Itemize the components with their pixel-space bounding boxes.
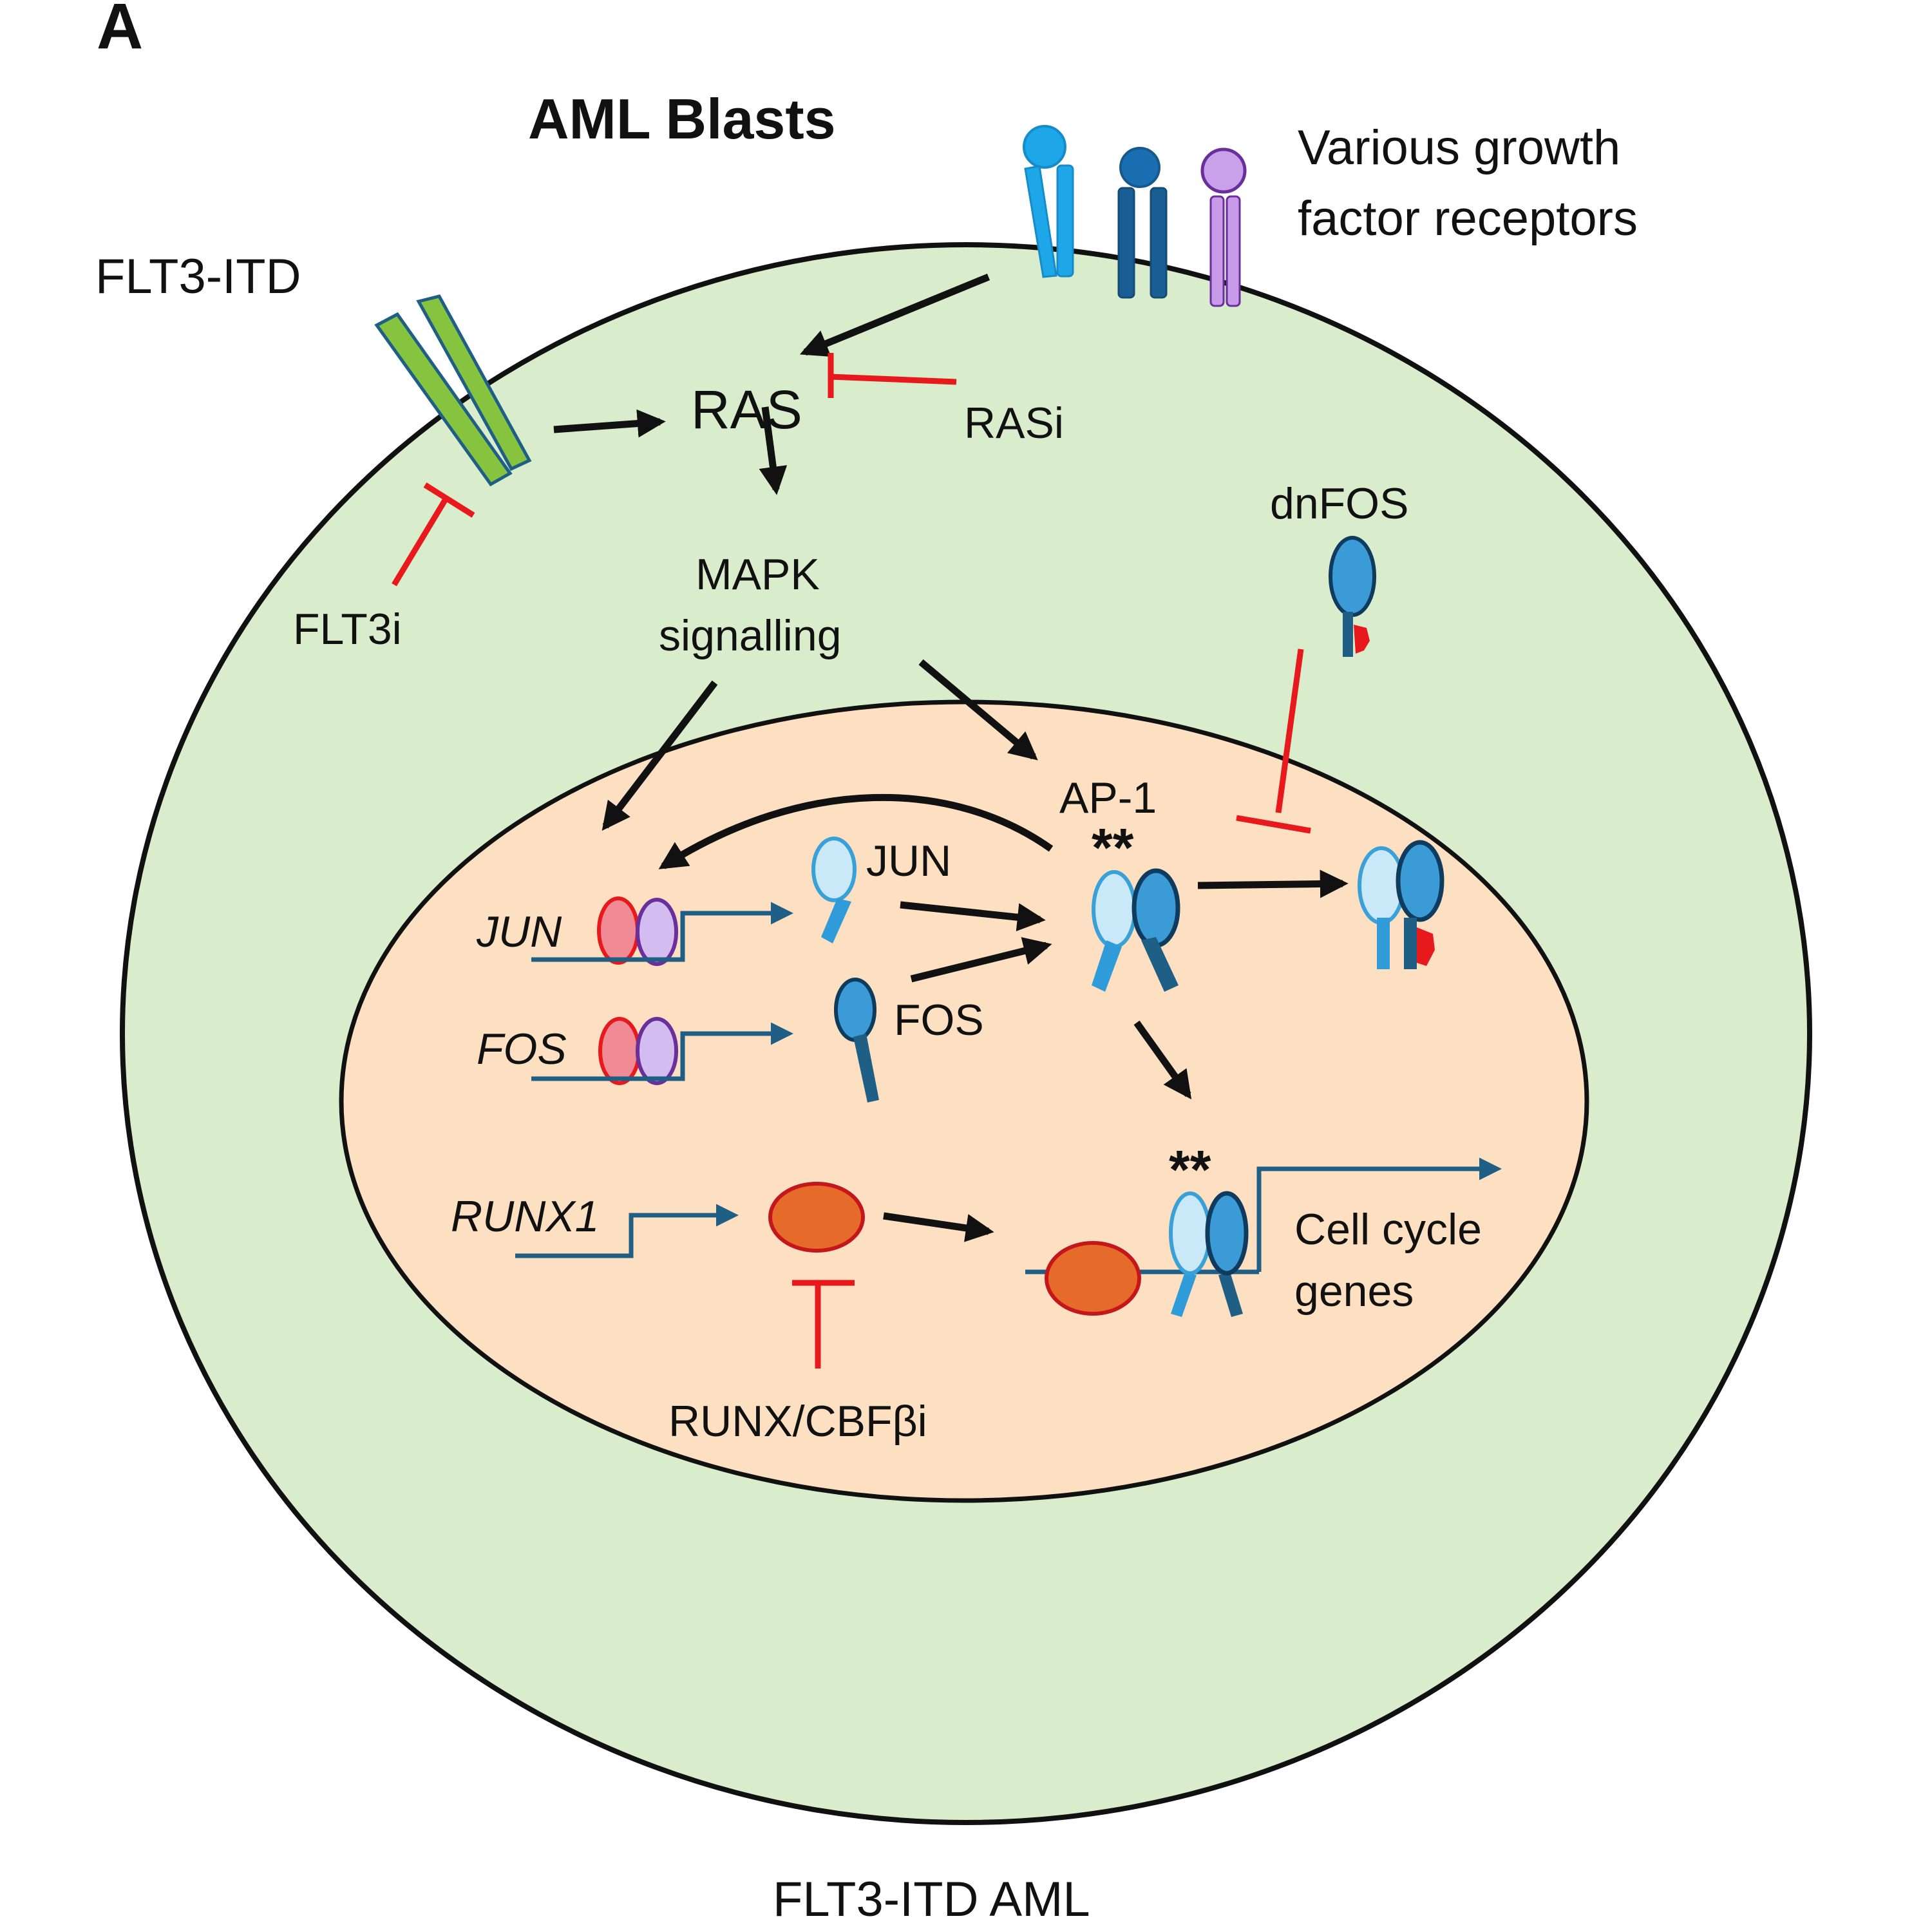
inhibitor-rasi-ras [828,353,957,398]
arrow-receptors-to-ras [799,273,990,357]
arrow-ap1-to-dnfos-complex [1197,869,1349,898]
cell-cycle-label-line1: Cell cycle [1294,1205,1482,1254]
growth-factor-receptor-icon-1 [1023,125,1074,278]
diagram-title: AML Blasts [528,87,836,151]
cell-cycle-label-line2: genes [1294,1267,1414,1316]
flt3-itd-receptor-icon [374,294,532,487]
mapk-label-line1: MAPK [696,550,820,599]
jun-transcription-arrow [531,902,793,962]
jun-gene-label: JUN [476,907,562,956]
fos-promoter-complex-icon [598,1017,678,1085]
arrow-mapk-to-genes [601,680,718,831]
runx1-protein-icon [768,1182,865,1253]
jun-promoter-complex-icon [597,896,678,966]
panel-label: A [97,0,143,62]
ap1-bound-target-icon [1169,1191,1249,1317]
arrow-mapk-to-ap1 [918,659,1038,761]
arrow-ap1-to-targets [1133,1020,1192,1100]
runx1-transcription-arrow [515,1204,739,1258]
arrow-fos-to-ap1 [910,937,1052,983]
growth-factor-receptor-icon-2 [1117,147,1168,299]
fos-protein-icon [834,978,879,1103]
jun-protein-label: JUN [866,837,951,886]
ap1-activity-marks: ** [1092,817,1134,878]
runx1-bound-icon [1045,1241,1141,1316]
mapk-label-line2: signalling [659,611,842,660]
cell-cycle-transcription-arrow [1256,1157,1502,1272]
inhibitor-dnfos-ap1 [1236,649,1311,834]
dnfos-protein-icon [1329,536,1376,657]
fos-protein-label: FOS [894,996,984,1045]
flt3i-label: FLT3i [293,605,402,654]
arrow-jun-to-ap1 [900,901,1046,932]
inhibitor-runx-cbfb [792,1280,855,1368]
inhibitor-flt3i-flt3 [392,482,475,587]
ras-label: RAS [691,379,802,440]
growth-factor-receptor-icon-3 [1200,147,1247,307]
rasi-label: RASi [964,399,1064,448]
receptors-label-line2: factor receptors [1298,191,1638,246]
fos-transcription-arrow [531,1022,793,1081]
arrow-ras-to-mapk [759,406,788,495]
dnfos-label: dnFOS [1270,479,1408,528]
runx1-gene-label: RUNX1 [451,1192,600,1241]
arrow-runx1-to-targets [883,1212,994,1242]
ap1-label: AP-1 [1059,773,1157,822]
flt3-itd-label: FLT3-ITD [95,249,301,304]
dnfos-bound-ap1-icon [1358,840,1444,969]
jun-protein-icon [811,837,857,943]
nucleus [339,699,1589,1503]
ap1-dimer-icon [1092,868,1180,992]
receptors-label-line1: Various growth [1298,120,1620,175]
fos-gene-label: FOS [477,1025,567,1074]
arrow-flt3-to-ras [553,409,666,438]
target-activity-marks: ** [1169,1139,1211,1200]
footer-label: FLT3-ITD AML [773,1872,1090,1927]
arrow-ap1-feedback-jun [658,793,1054,869]
runx-cbfb-inhibitor-label: RUNX/CBFβi [668,1397,927,1446]
